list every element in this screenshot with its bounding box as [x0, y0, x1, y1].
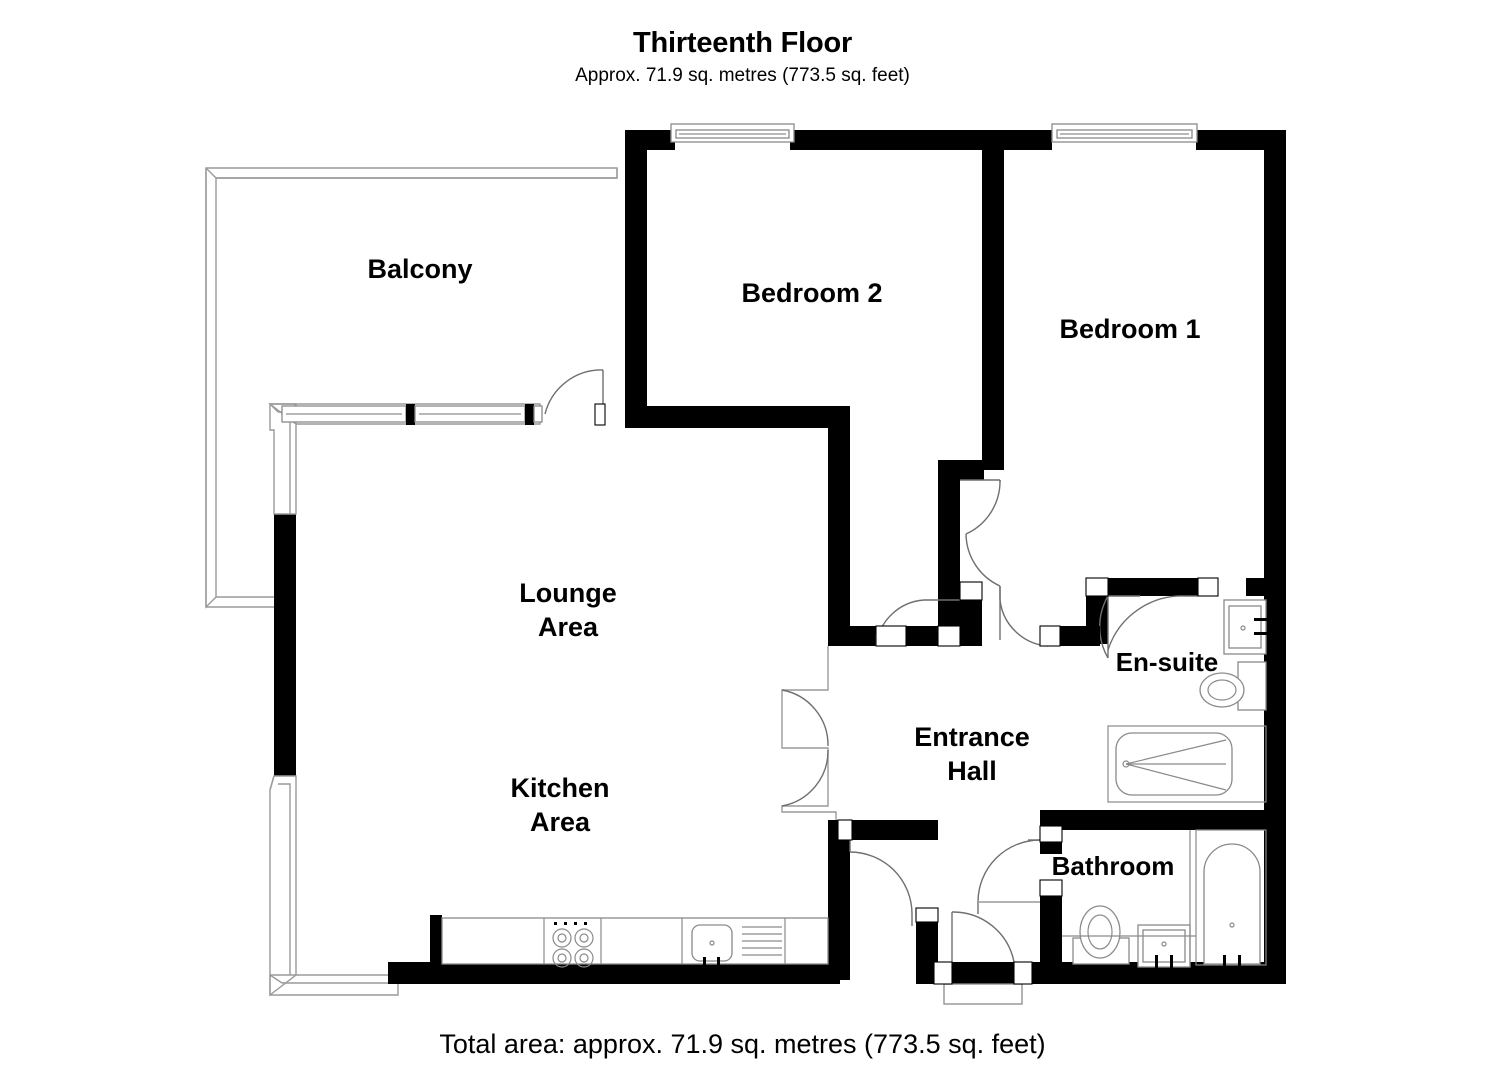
wall-lounge-west [274, 514, 296, 776]
door-balcony[interactable] [544, 369, 604, 415]
wall-bedroom2-east [982, 130, 1004, 470]
door-main-entrance[interactable] [943, 911, 1023, 1005]
lounge-kitchen-shell [267, 403, 541, 997]
bedroom2-walls [625, 130, 1004, 646]
room-label-kitchen-line2: Area [530, 807, 591, 837]
ensuite-basin-icon [1223, 599, 1268, 655]
window-bedroom2-north [670, 123, 795, 143]
balcony-outline [205, 167, 618, 609]
bathroom-basin-icon [1137, 924, 1191, 968]
room-label-ensuite: En-suite [1116, 647, 1219, 677]
door-bathroom[interactable] [977, 839, 1041, 914]
room-label-bedroom-2: Bedroom 2 [741, 278, 882, 308]
wall-bedroom2-south [625, 406, 840, 428]
wall-east-outer [1264, 130, 1286, 980]
room-label-bathroom: Bathroom [1052, 851, 1175, 881]
entrance-hall-walls [388, 600, 1286, 984]
wall-bedroom2-west [625, 130, 647, 426]
kitchen-sink-icon [691, 924, 782, 969]
door-cupboard[interactable] [849, 840, 913, 926]
bathroom-fixtures [1062, 829, 1267, 968]
door-ensuite[interactable] [1107, 595, 1198, 651]
wall-bathroom-north [1040, 810, 1266, 830]
plan-footer: Total area: approx. 71.9 sq. metres (773… [0, 1028, 1485, 1060]
wall-south-outer-left [388, 962, 840, 984]
plan-header: Thirteenth Floor Approx. 71.9 sq. metres… [0, 0, 1485, 88]
wall-south-outer-right [916, 962, 1286, 984]
room-label-entrance-line1: Entrance [914, 722, 1030, 752]
room-label-lounge-line2: Area [538, 612, 599, 642]
bathroom-bath-icon [1195, 829, 1267, 968]
bathroom-wc-icon [1072, 905, 1130, 965]
room-label-lounge-line1: Lounge [519, 578, 616, 608]
wall-lounge-east [828, 406, 850, 646]
ensuite-wc-icon [1199, 661, 1267, 711]
page-title: Thirteenth Floor [632, 27, 853, 59]
door-lounge-hall-lower[interactable] [781, 689, 829, 807]
room-labels: Balcony Bedroom 2 Bedroom 1 Lounge Area … [367, 254, 1218, 881]
door-jambs [594, 403, 1219, 985]
window-lounge-north [281, 404, 543, 425]
room-label-bedroom-1: Bedroom 1 [1059, 314, 1200, 344]
wall-hall-north-east [938, 460, 960, 640]
room-label-entrance-line2: Hall [947, 756, 997, 786]
room-label-balcony: Balcony [367, 254, 472, 284]
ensuite-fixtures [1107, 599, 1268, 803]
kitchen-units [430, 915, 829, 969]
plan-area-subtitle: Approx. 71.9 sq. metres (773.5 sq. feet) [575, 65, 910, 86]
room-label-kitchen-line1: Kitchen [510, 773, 609, 803]
hob-icon [552, 922, 594, 968]
ensuite-shower-icon [1107, 725, 1267, 803]
wall-kitchen-east-lower [828, 820, 850, 980]
kitchen-unit-end [430, 915, 442, 965]
wall-bathroom-west [1040, 880, 1062, 980]
wall-ensuite-north [1086, 578, 1198, 596]
window-bedroom1-north [1051, 123, 1198, 143]
total-area-text: Total area: approx. 71.9 sq. metres (773… [439, 1029, 1046, 1059]
